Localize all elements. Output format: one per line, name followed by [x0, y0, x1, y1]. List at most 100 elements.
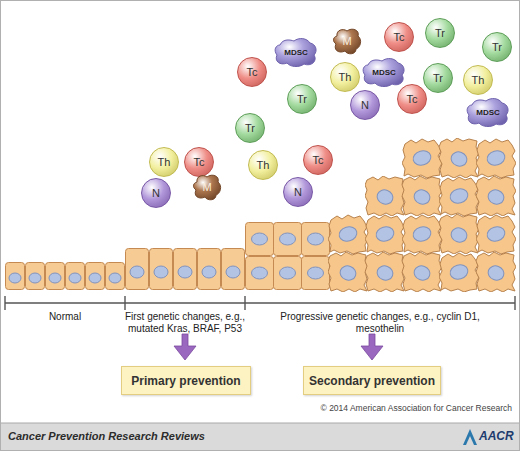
macrophage-cell: M: [192, 173, 222, 201]
tumor-cell: [365, 252, 405, 292]
immune-cell: Tr: [423, 63, 453, 93]
down-arrow: [174, 334, 196, 360]
immune-cell: N: [350, 90, 380, 120]
stacked-cell: [274, 223, 302, 256]
aacr-logo-mark: [463, 429, 477, 445]
cell-label: Tc: [313, 154, 324, 166]
tumor-cell: [402, 176, 442, 216]
cell-label: N: [152, 187, 160, 199]
cell-label: Tc: [407, 93, 418, 105]
cell-shape: [363, 59, 404, 87]
normal-cells: [6, 263, 125, 290]
immune-cell: Tr: [425, 18, 455, 48]
box-title: Secondary prevention: [309, 374, 435, 388]
immune-cell: Tc: [184, 147, 214, 177]
cell-shape: [275, 39, 316, 67]
tumor-cell: [402, 139, 442, 178]
immune-cell: N: [141, 178, 171, 208]
footer-bar: [1, 423, 519, 450]
stacked-cells: [246, 223, 330, 290]
immune-cell: Tc: [303, 145, 333, 175]
tumor-cell: [328, 252, 368, 292]
tumor-cell: [476, 139, 516, 178]
tumor-cell: [439, 177, 479, 216]
bracket-tick: [124, 296, 125, 310]
immune-cell: Tc: [397, 84, 427, 114]
immune-cell: Th: [463, 65, 493, 95]
normal-cell: [26, 263, 45, 290]
bracket-tick: [244, 296, 245, 310]
logo-triangle: [463, 429, 477, 445]
changed-cell: [174, 249, 197, 290]
immune-cell: Th: [149, 147, 179, 177]
bracket-line: [5, 302, 515, 303]
cell-label: Tr: [433, 72, 443, 84]
cell-label: M: [202, 181, 211, 193]
cell-shape: [333, 29, 360, 54]
cell-label: Tr: [297, 93, 307, 105]
prevention-box: Primary prevention: [121, 366, 251, 395]
tumor-cell: [439, 138, 479, 178]
tumor-cells: [328, 138, 516, 292]
immune-cell: Tc: [237, 57, 267, 87]
cell-label: MDSC: [372, 68, 396, 77]
bracket-tick: [514, 296, 515, 310]
stacked-cell: [246, 223, 274, 256]
changed-cell: [222, 249, 245, 290]
bracket-tick: [4, 296, 5, 310]
tumor-cell: [476, 252, 516, 292]
stage-label: First genetic changes, e.g., mutated Kra…: [120, 311, 250, 335]
early-changed-cells: [126, 249, 245, 290]
cell-label: Th: [339, 71, 352, 83]
logo-triangle-cut: [466, 436, 474, 445]
down-arrow: [361, 334, 383, 360]
immune-cell: N: [283, 177, 313, 207]
stacked-cell: [302, 223, 330, 256]
publisher-logo-text: AACR: [479, 429, 519, 443]
stage-brackets: [5, 296, 515, 310]
tumor-cell: [476, 215, 516, 254]
immune-cell: Tr: [235, 113, 265, 143]
prevention-box: Secondary prevention: [303, 366, 441, 395]
cell-label: Tr: [435, 27, 445, 39]
cell-label: Th: [257, 159, 270, 171]
cell-label: Tr: [245, 122, 255, 134]
cell-label: Tr: [492, 41, 502, 53]
mdsc-cell: MDSC: [466, 97, 510, 127]
immune-cell: Tc: [384, 22, 414, 52]
mdsc-cell: MDSC: [362, 57, 406, 87]
cell-label: N: [361, 99, 369, 111]
cell-shape: [467, 99, 508, 127]
cell-label: Th: [472, 74, 485, 86]
changed-cell: [198, 249, 221, 290]
journal-name: Cancer Prevention Research Reviews: [8, 430, 308, 443]
tumor-cell: [365, 215, 405, 254]
immune-cell: Th: [330, 62, 360, 92]
immune-cell: Tr: [287, 84, 317, 114]
tumor-cell: [402, 215, 442, 254]
tumor-cell: [439, 214, 479, 254]
normal-cell: [46, 263, 65, 290]
mdsc-cell: MDSC: [274, 37, 318, 67]
stacked-cell: [302, 257, 330, 290]
stage-label: Normal: [5, 311, 125, 323]
tumor-cell: [476, 176, 516, 216]
normal-cell: [86, 263, 105, 290]
cell-label: M: [342, 35, 351, 47]
tumor-cell: [402, 252, 442, 292]
tumor-cell: [439, 253, 479, 292]
stacked-cell: [274, 257, 302, 290]
tumor-cell: [328, 215, 368, 254]
stacked-cell: [246, 257, 274, 290]
copyright-note: © 2014 American Association for Cancer R…: [290, 403, 512, 413]
stage-label: Progressive genetic changes, e.g., cycli…: [265, 311, 495, 335]
cell-label: Tc: [247, 66, 258, 78]
cell-label: Th: [158, 156, 171, 168]
changed-cell: [150, 249, 173, 290]
macrophage-cell: M: [332, 27, 362, 55]
cell-label: Tc: [394, 31, 405, 43]
immune-cell: Th: [248, 150, 278, 180]
footer-rule: [1, 423, 519, 424]
